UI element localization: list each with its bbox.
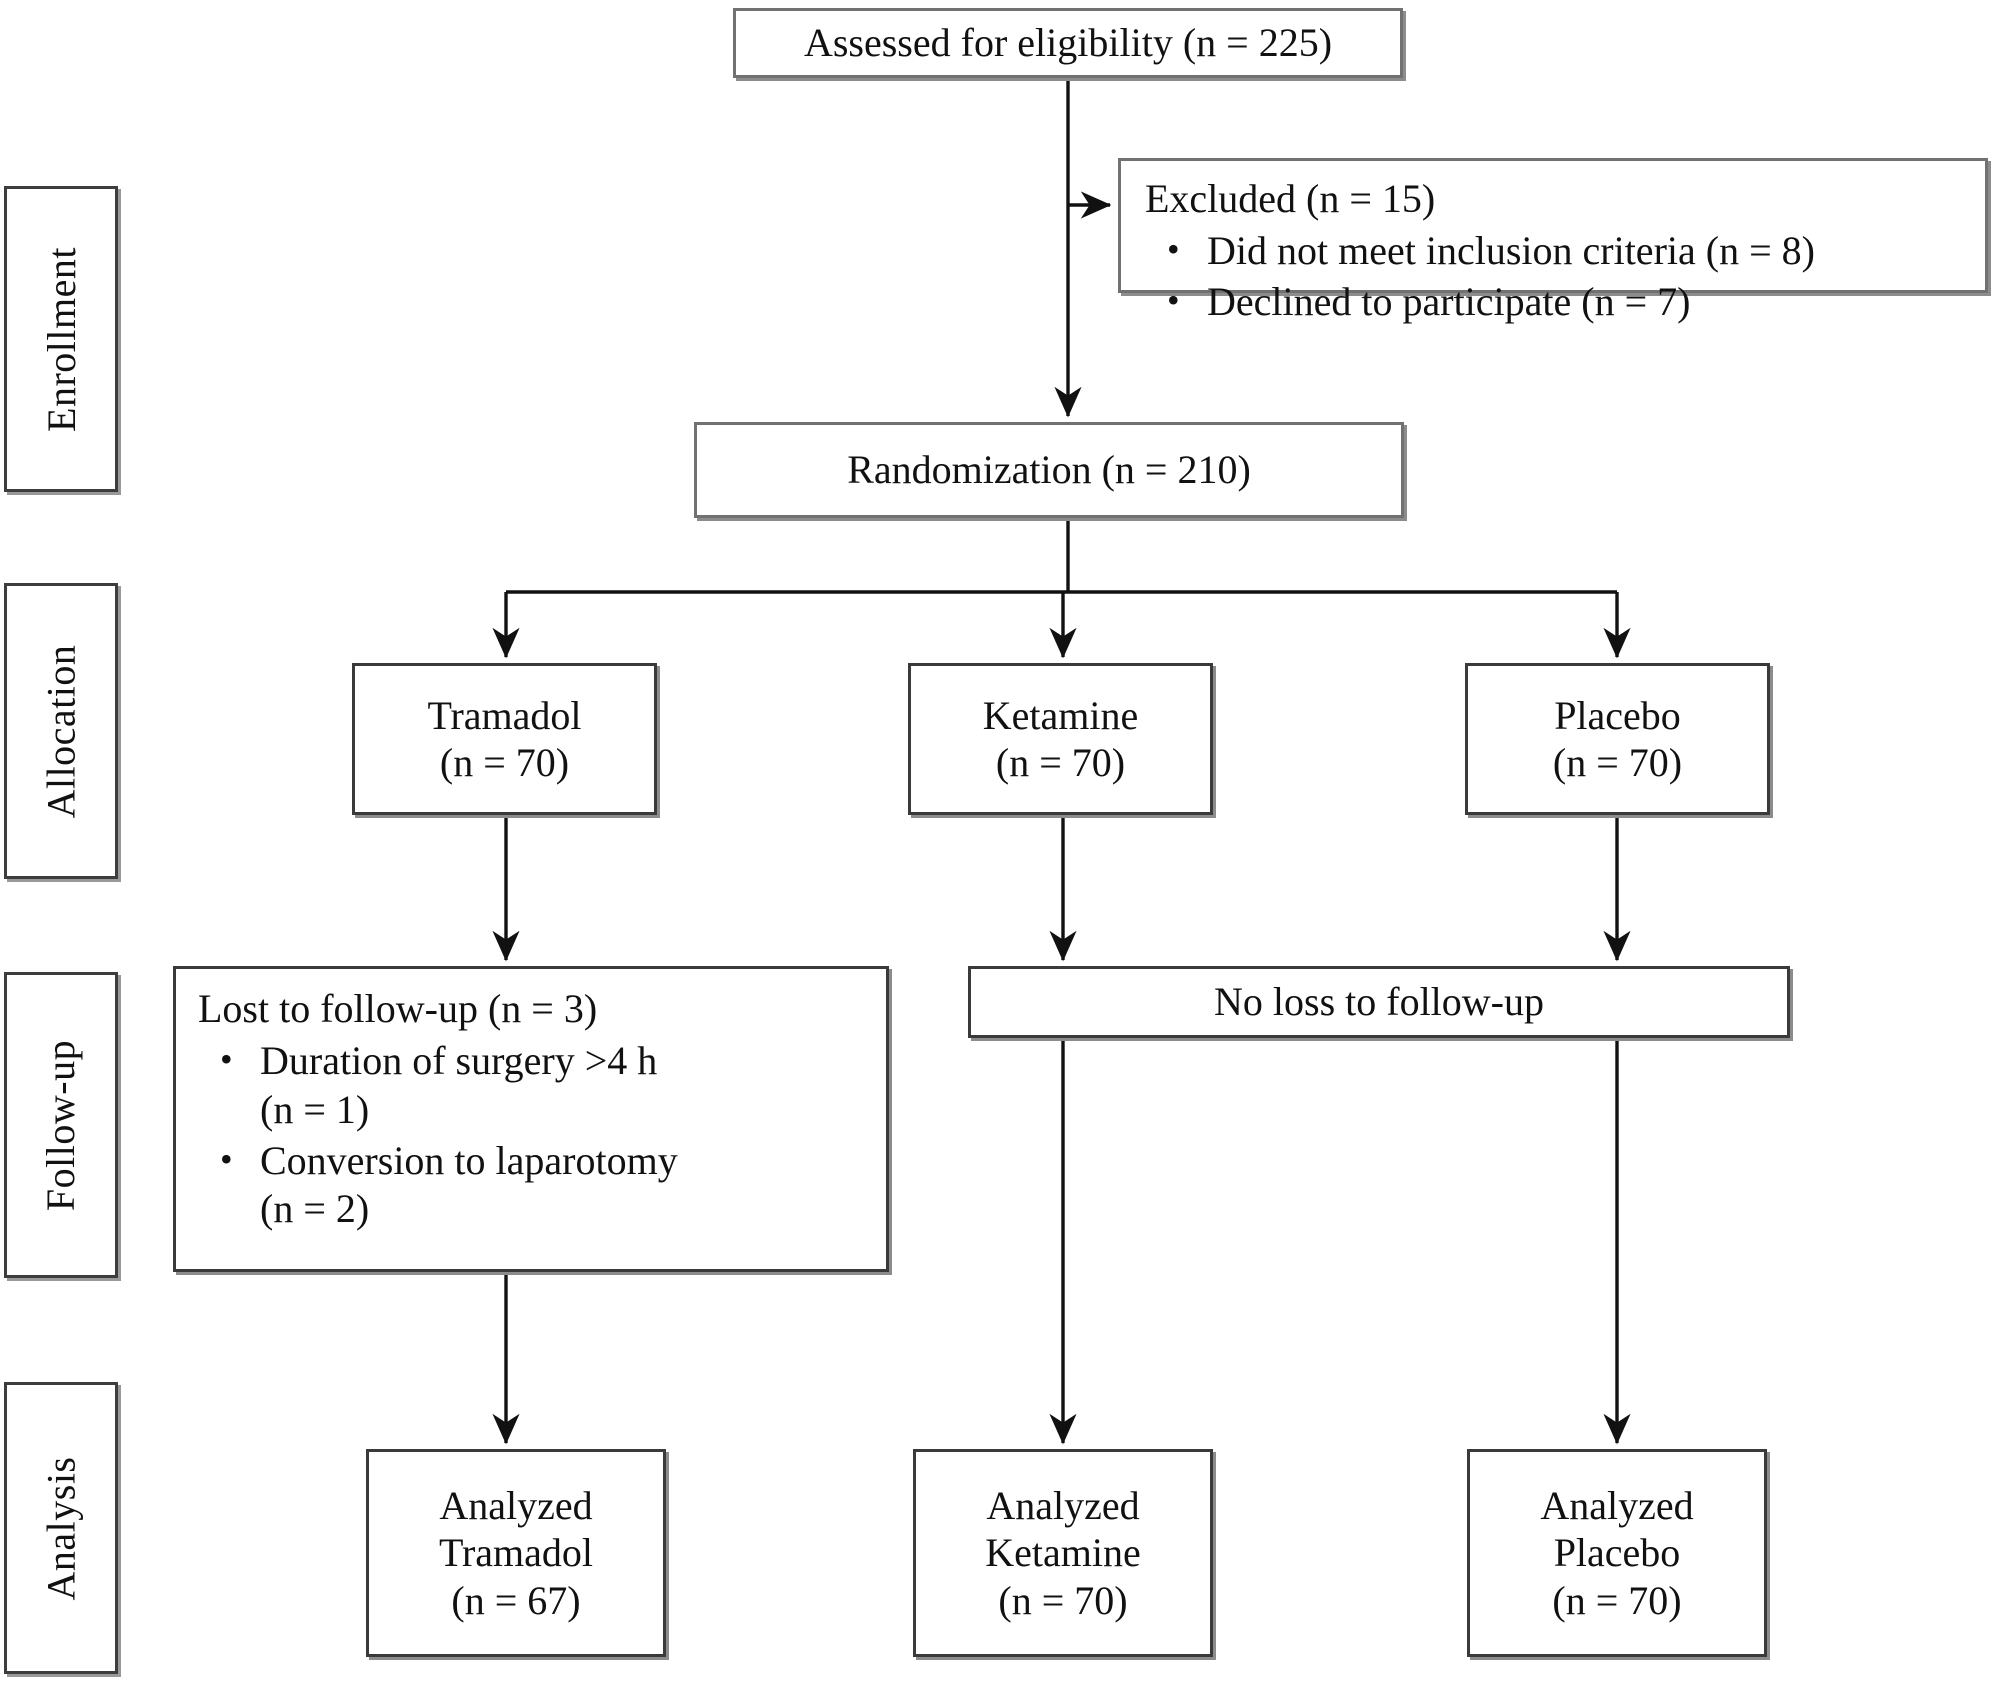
- node-analyzed-placebo-count: (n = 70): [1552, 1577, 1682, 1623]
- bullet-dot-icon: •: [220, 1039, 233, 1079]
- stage-label-allocation: Allocation: [4, 583, 118, 879]
- stage-label-followup: Follow-up: [4, 972, 118, 1278]
- node-lost-bullet-0-sub: (n = 1): [260, 1086, 370, 1132]
- node-analyzed-tramadol-count: (n = 67): [451, 1577, 581, 1623]
- stage-label-allocation-text: Allocation: [38, 644, 84, 818]
- node-allocation-placebo: Placebo (n = 70): [1465, 663, 1770, 815]
- node-lost-to-followup: Lost to follow-up (n = 3) • Duration of …: [173, 966, 889, 1272]
- node-analyzed-placebo-line1: Analyzed: [1540, 1483, 1694, 1529]
- bullet-dot-icon: •: [220, 1138, 233, 1179]
- node-analyzed-placebo: Analyzed Placebo (n = 70): [1467, 1449, 1767, 1657]
- node-no-loss-text: No loss to follow-up: [1214, 979, 1544, 1025]
- list-item: • Conversion to laparotomy (n = 2): [220, 1137, 870, 1235]
- node-excluded: Excluded (n = 15) • Did not meet inclusi…: [1118, 158, 1988, 324]
- node-lost-bullet-1-main: Conversion to laparotomy: [260, 1137, 678, 1183]
- node-allocation-tramadol-count: (n = 70): [439, 740, 570, 785]
- node-excluded-bullet-1: Declined to participate (n = 7): [1207, 278, 1691, 324]
- bullet-dot-icon: •: [1167, 229, 1180, 269]
- node-allocation-tramadol-name: Tramadol: [427, 692, 582, 738]
- node-assessed-text: Assessed for eligibility (n = 225): [803, 20, 1333, 66]
- node-randomization-text: Randomization (n = 210): [847, 447, 1251, 493]
- stage-label-enrollment-text: Enrollment: [38, 246, 84, 432]
- list-item: • Did not meet inclusion criteria (n = 8…: [1167, 227, 1965, 276]
- node-allocation-ketamine: Ketamine (n = 70): [908, 663, 1213, 815]
- list-item: • Declined to participate (n = 7): [1167, 278, 1965, 327]
- node-excluded-header: Excluded (n = 15): [1145, 176, 1436, 221]
- node-excluded-bullet-0: Did not meet inclusion criteria (n = 8): [1207, 228, 1815, 273]
- node-analyzed-ketamine-line2: Ketamine: [985, 1530, 1141, 1576]
- node-assessed-for-eligibility: Assessed for eligibility (n = 225): [733, 8, 1403, 78]
- node-analyzed-tramadol-line2: Tramadol: [438, 1530, 594, 1576]
- node-lost-bullet-0-main: Duration of surgery >4 h: [260, 1038, 658, 1083]
- node-analyzed-tramadol: Analyzed Tramadol (n = 67): [366, 1449, 666, 1657]
- node-analyzed-ketamine-count: (n = 70): [998, 1577, 1128, 1623]
- list-item: • Duration of surgery >4 h (n = 1): [220, 1037, 870, 1135]
- stage-label-analysis-text: Analysis: [38, 1456, 84, 1600]
- node-allocation-tramadol: Tramadol (n = 70): [352, 663, 657, 815]
- node-lost-bullet-1-sub: (n = 2): [260, 1186, 370, 1232]
- bullet-dot-icon: •: [1167, 279, 1180, 320]
- node-lost-to-followup-header: Lost to follow-up (n = 3): [198, 986, 598, 1031]
- node-no-loss-to-followup: No loss to follow-up: [968, 966, 1790, 1038]
- node-allocation-placebo-count: (n = 70): [1552, 740, 1683, 785]
- node-analyzed-ketamine: Analyzed Ketamine (n = 70): [913, 1449, 1213, 1657]
- node-allocation-placebo-name: Placebo: [1554, 692, 1681, 738]
- node-excluded-bullet-list: • Did not meet inclusion criteria (n = 8…: [1145, 227, 1965, 327]
- node-allocation-ketamine-name: Ketamine: [982, 692, 1139, 738]
- node-allocation-ketamine-count: (n = 70): [995, 740, 1126, 785]
- node-analyzed-ketamine-line1: Analyzed: [986, 1483, 1140, 1529]
- node-analyzed-tramadol-line1: Analyzed: [439, 1483, 593, 1529]
- node-analyzed-placebo-line2: Placebo: [1553, 1530, 1681, 1576]
- node-randomization: Randomization (n = 210): [694, 422, 1404, 518]
- stage-label-followup-text: Follow-up: [38, 1039, 84, 1211]
- node-lost-to-followup-bullet-list: • Duration of surgery >4 h (n = 1) • Con…: [198, 1037, 870, 1234]
- stage-label-analysis: Analysis: [4, 1382, 118, 1674]
- stage-label-enrollment: Enrollment: [4, 186, 118, 492]
